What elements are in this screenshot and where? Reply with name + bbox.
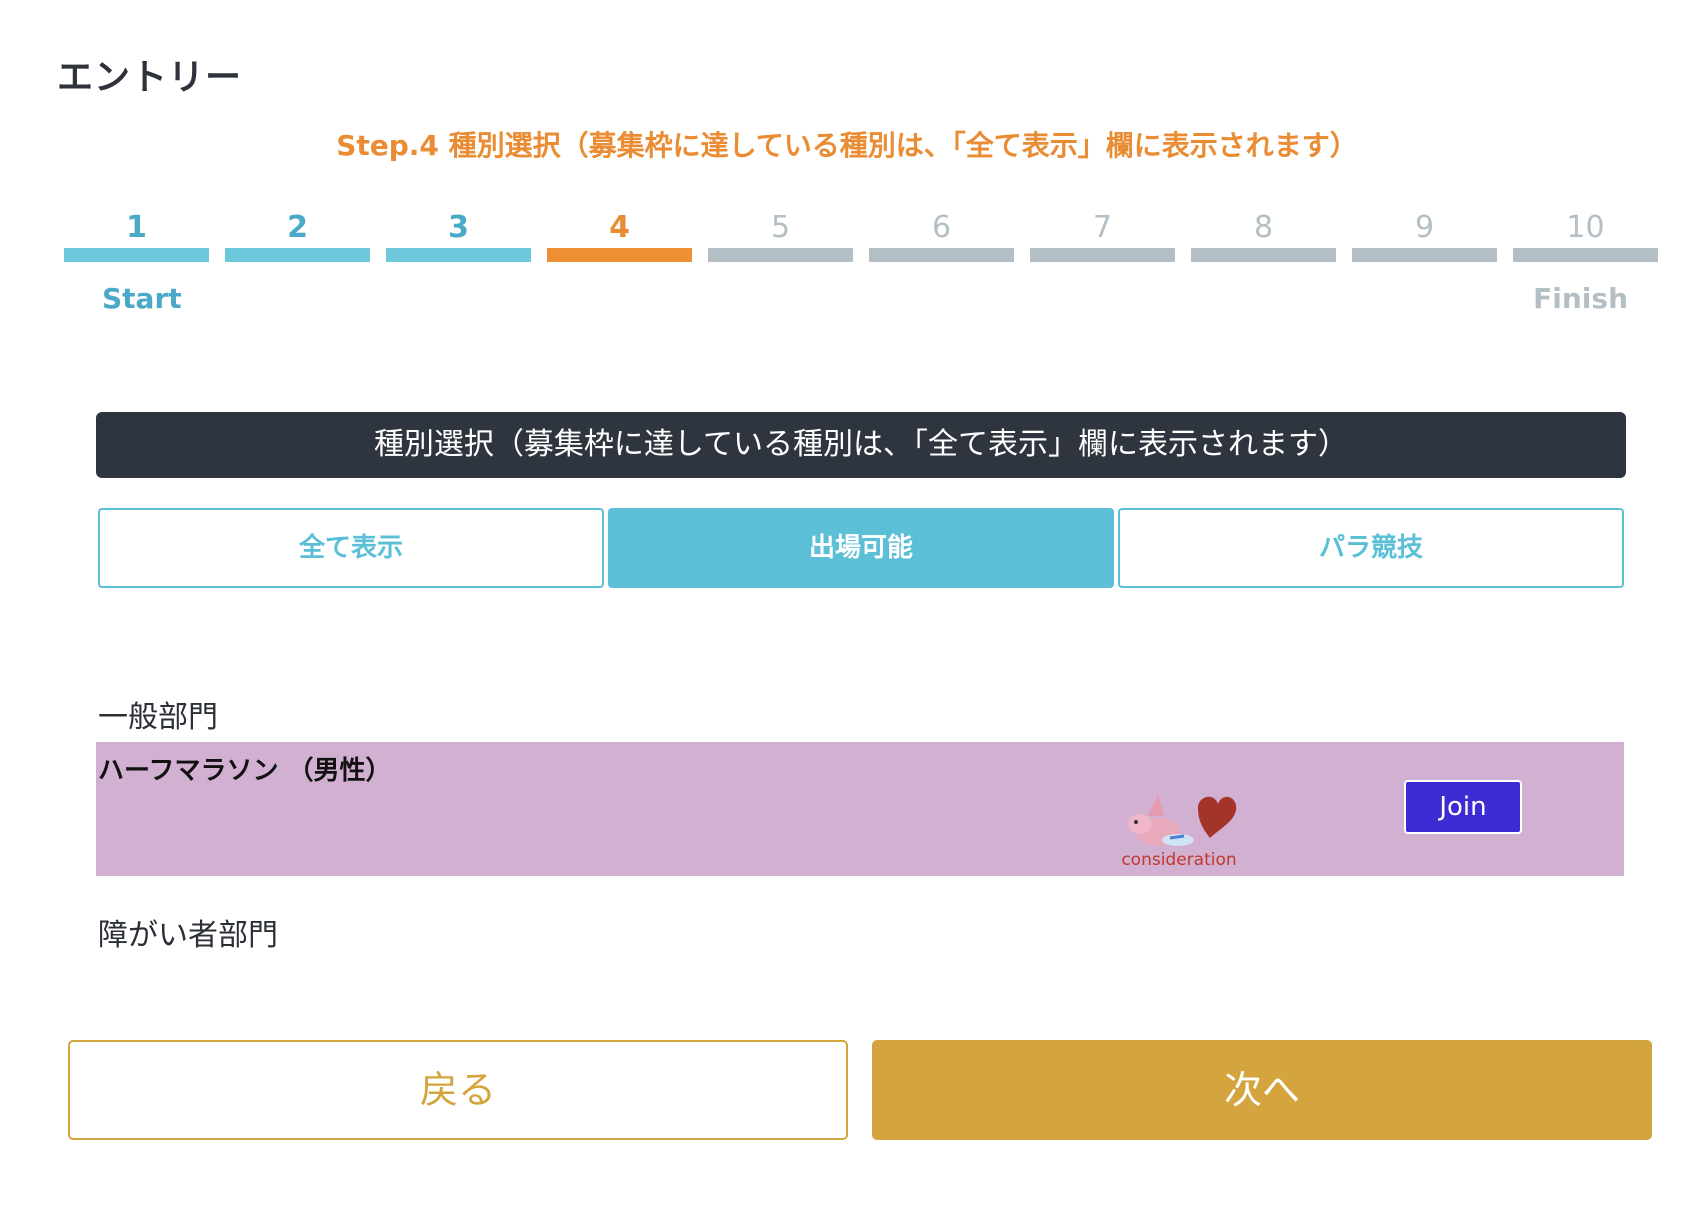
progress-step: 5 [708, 210, 853, 266]
progress-step: 6 [869, 210, 1014, 266]
progress-step-number: 3 [448, 210, 469, 245]
progress-finish-label: Finish [1533, 282, 1628, 315]
progress-step-number: 6 [931, 210, 952, 245]
progress-step-bar [386, 248, 531, 262]
progress-step-bar [1352, 248, 1497, 262]
event-name: ハーフマラソン （男性） [98, 756, 392, 786]
tab-eligible[interactable]: 出場可能 [608, 508, 1114, 588]
join-button[interactable]: Join [1404, 780, 1522, 834]
category-label-disabled: 障がい者部門 [98, 918, 278, 953]
badge-caption: consideration [1121, 850, 1237, 870]
progress-step: 2 [225, 210, 370, 266]
progress-step-bar [64, 248, 209, 262]
progress-step: 1 [64, 210, 209, 266]
dog-with-heart-icon: consideration [1114, 786, 1244, 874]
section-banner: 種別選択（募集枠に達している種別は、「全て表示」欄に表示されます） [96, 412, 1626, 478]
tab-show-all[interactable]: 全て表示 [98, 508, 604, 588]
progress-step-number: 9 [1414, 210, 1435, 245]
progress-step-number: 4 [609, 210, 630, 245]
progress-step-bar [225, 248, 370, 262]
progress-step-bar [869, 248, 1014, 262]
step-heading: Step.4 種別選択（募集枠に達している種別は、「全て表示」欄に表示されます） [336, 129, 1358, 162]
event-row: ハーフマラソン （男性） consideration Join [96, 742, 1624, 876]
progress-step-bar [547, 248, 692, 262]
progress-start-label: Start [102, 282, 182, 315]
progress-step: 9 [1352, 210, 1497, 266]
badge-illustration [1128, 794, 1237, 846]
progress-step: 3 [386, 210, 531, 266]
next-button[interactable]: 次へ [872, 1040, 1652, 1140]
progress-step-number: 5 [770, 210, 791, 245]
progress-step-bar [1191, 248, 1336, 262]
category-label-general: 一般部門 [98, 700, 218, 735]
progress-step: 4 [547, 210, 692, 266]
progress-step-bar [708, 248, 853, 262]
filter-tabs: 全て表示 出場可能 パラ競技 [98, 508, 1624, 588]
progress-step-bar [1030, 248, 1175, 262]
back-button[interactable]: 戻る [68, 1040, 848, 1140]
page-title: エントリー [57, 57, 243, 98]
progress-step: 8 [1191, 210, 1336, 266]
progress-step-number: 7 [1092, 210, 1113, 245]
progress-step-number: 1 [126, 210, 147, 245]
progress-step-bar [1513, 248, 1658, 262]
progress-step-number: 8 [1253, 210, 1274, 245]
progress-step-number: 10 [1566, 210, 1605, 245]
progress-step: 7 [1030, 210, 1175, 266]
progress-step: 10 [1513, 210, 1658, 266]
progress-tracker: 1 2 3 4 5 6 7 8 9 10 Start Finish [64, 210, 1658, 320]
progress-step-number: 2 [287, 210, 308, 245]
tab-para-sports[interactable]: パラ競技 [1118, 508, 1624, 588]
